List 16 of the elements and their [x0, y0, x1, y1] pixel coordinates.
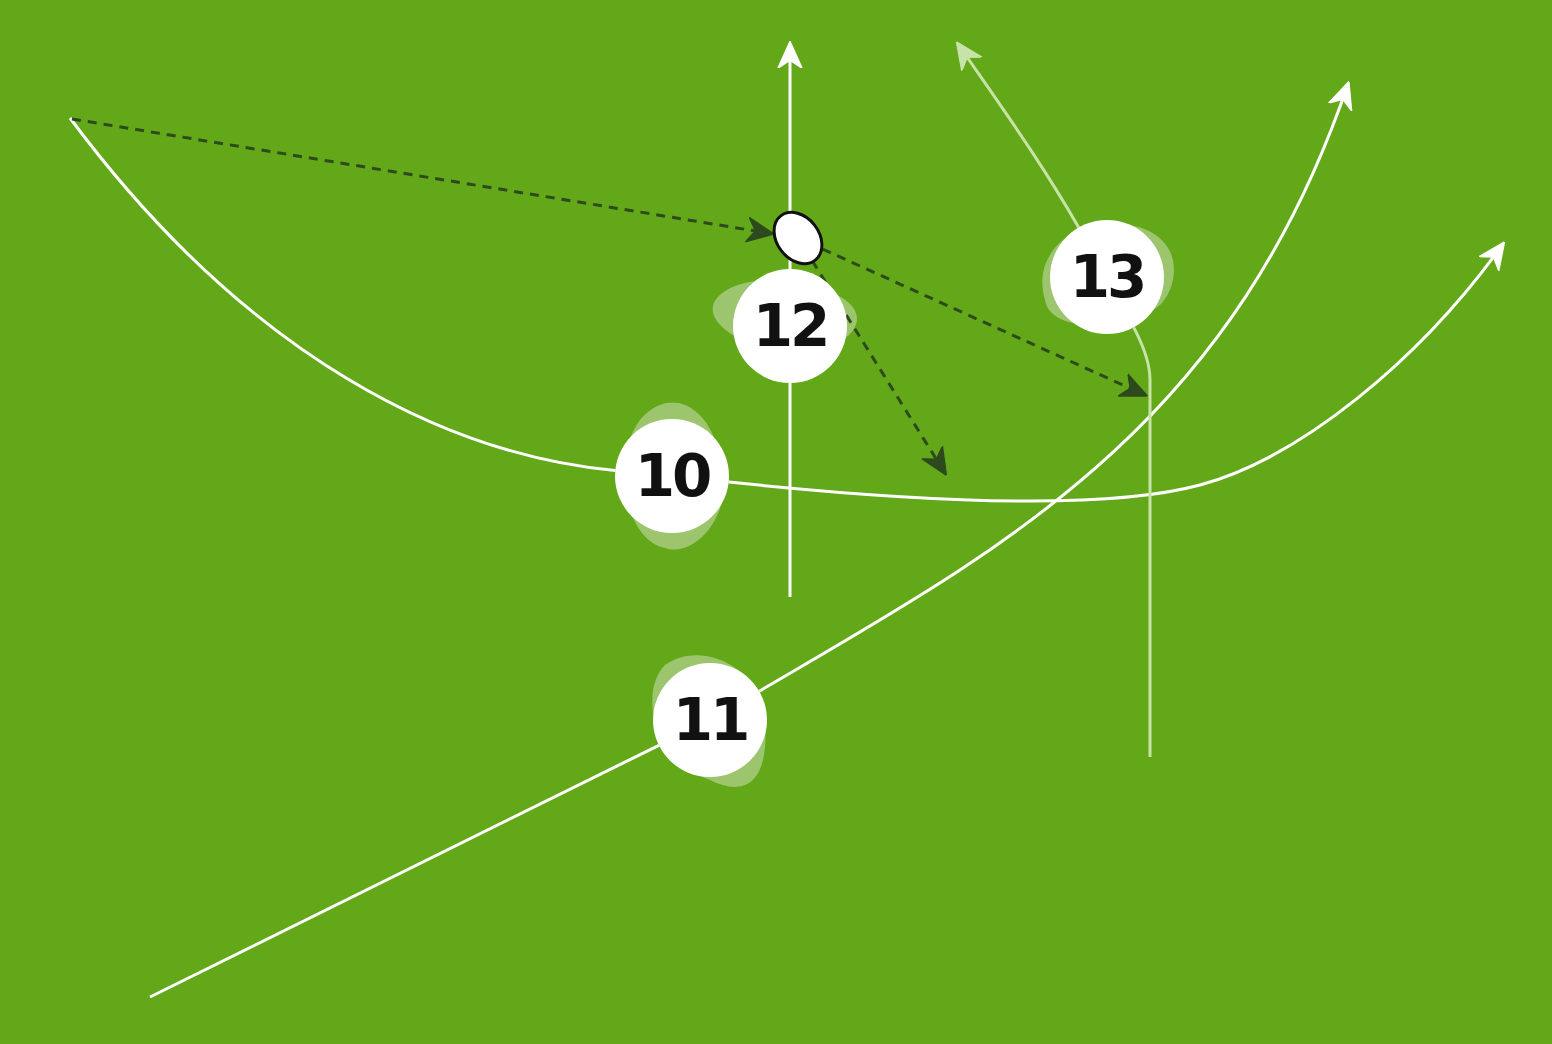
player-circle [653, 663, 767, 777]
player-number: 11 [672, 691, 748, 749]
player-number: 12 [752, 297, 828, 355]
run-arrow [758, 80, 1352, 693]
run-line [68, 117, 616, 473]
run-line [1132, 326, 1152, 757]
run-line [788, 383, 792, 597]
pass-arrow [71, 117, 775, 243]
rugby-ball [772, 210, 824, 266]
run-arrow [728, 241, 1506, 503]
player-number: 13 [1069, 248, 1145, 306]
run-line [149, 743, 660, 999]
pass-arrow [811, 260, 948, 476]
run-arrow [955, 41, 1080, 229]
player-number: 10 [634, 447, 710, 505]
pass-arrow [821, 247, 1149, 397]
